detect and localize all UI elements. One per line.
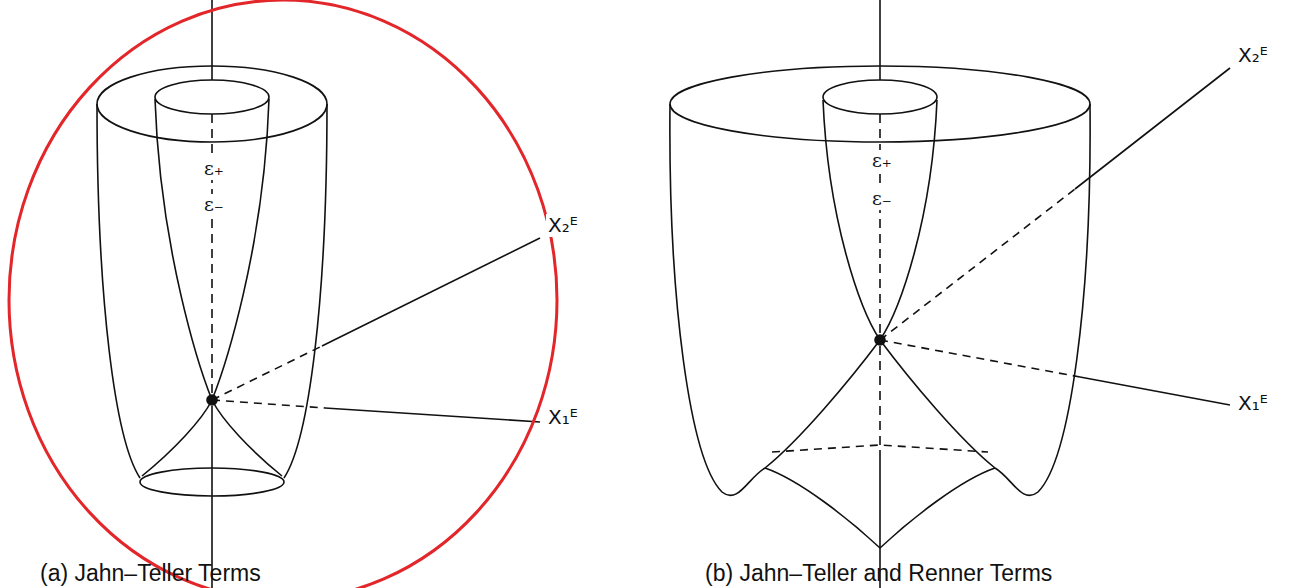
coordinate-axis [880,340,1080,377]
outer-wall [284,104,327,478]
hidden-contour [772,445,988,452]
outer-rim [97,66,327,142]
central-dome [765,468,995,548]
cone-line [142,99,269,476]
axis-dashed [879,346,881,446]
axis-line [879,0,881,80]
highlight-ellipse [9,0,557,588]
coordinate-axis [1075,68,1230,189]
coordinate-axis [880,189,1075,340]
coordinate-label: X₁ᴱ [1236,392,1270,415]
coordinate-label: X₂ᴱ [1236,44,1270,67]
axis-line [211,0,213,80]
outer-wall [670,104,765,495]
degeneracy-point [875,335,885,345]
axis-dashed [211,114,213,394]
surface-a [97,0,540,588]
energy-label: ε₋ [870,188,894,210]
outer-wall [97,104,140,478]
degeneracy-point [207,395,217,405]
cone-line [765,340,880,468]
coordinate-axis [325,408,540,422]
coordinate-axis [322,238,540,346]
outer-rim [670,66,1090,142]
coordinate-label: X₁ᴱ [546,406,580,429]
inner-rim [155,80,269,114]
coordinate-label: X₂ᴱ [546,214,580,237]
inner-rim [823,80,937,114]
panel-caption: (a) Jahn–Teller Terms [40,560,261,586]
energy-label: ε₋ [202,194,226,216]
cone-line [880,100,937,340]
axis-dashed [879,114,881,334]
cone-line [823,100,880,340]
energy-label: ε₊ [202,158,226,180]
surface-b [670,0,1230,588]
panel-caption: (b) Jahn–Teller and Renner Terms [705,560,1052,586]
cone-line [155,99,282,476]
coordinate-axis [212,400,325,408]
energy-label: ε₊ [870,150,894,172]
coordinate-axis [1080,377,1230,405]
coordinate-axis [212,346,322,400]
outer-wall [995,104,1090,495]
cone-line [880,340,995,468]
trough-ellipse [140,468,284,496]
